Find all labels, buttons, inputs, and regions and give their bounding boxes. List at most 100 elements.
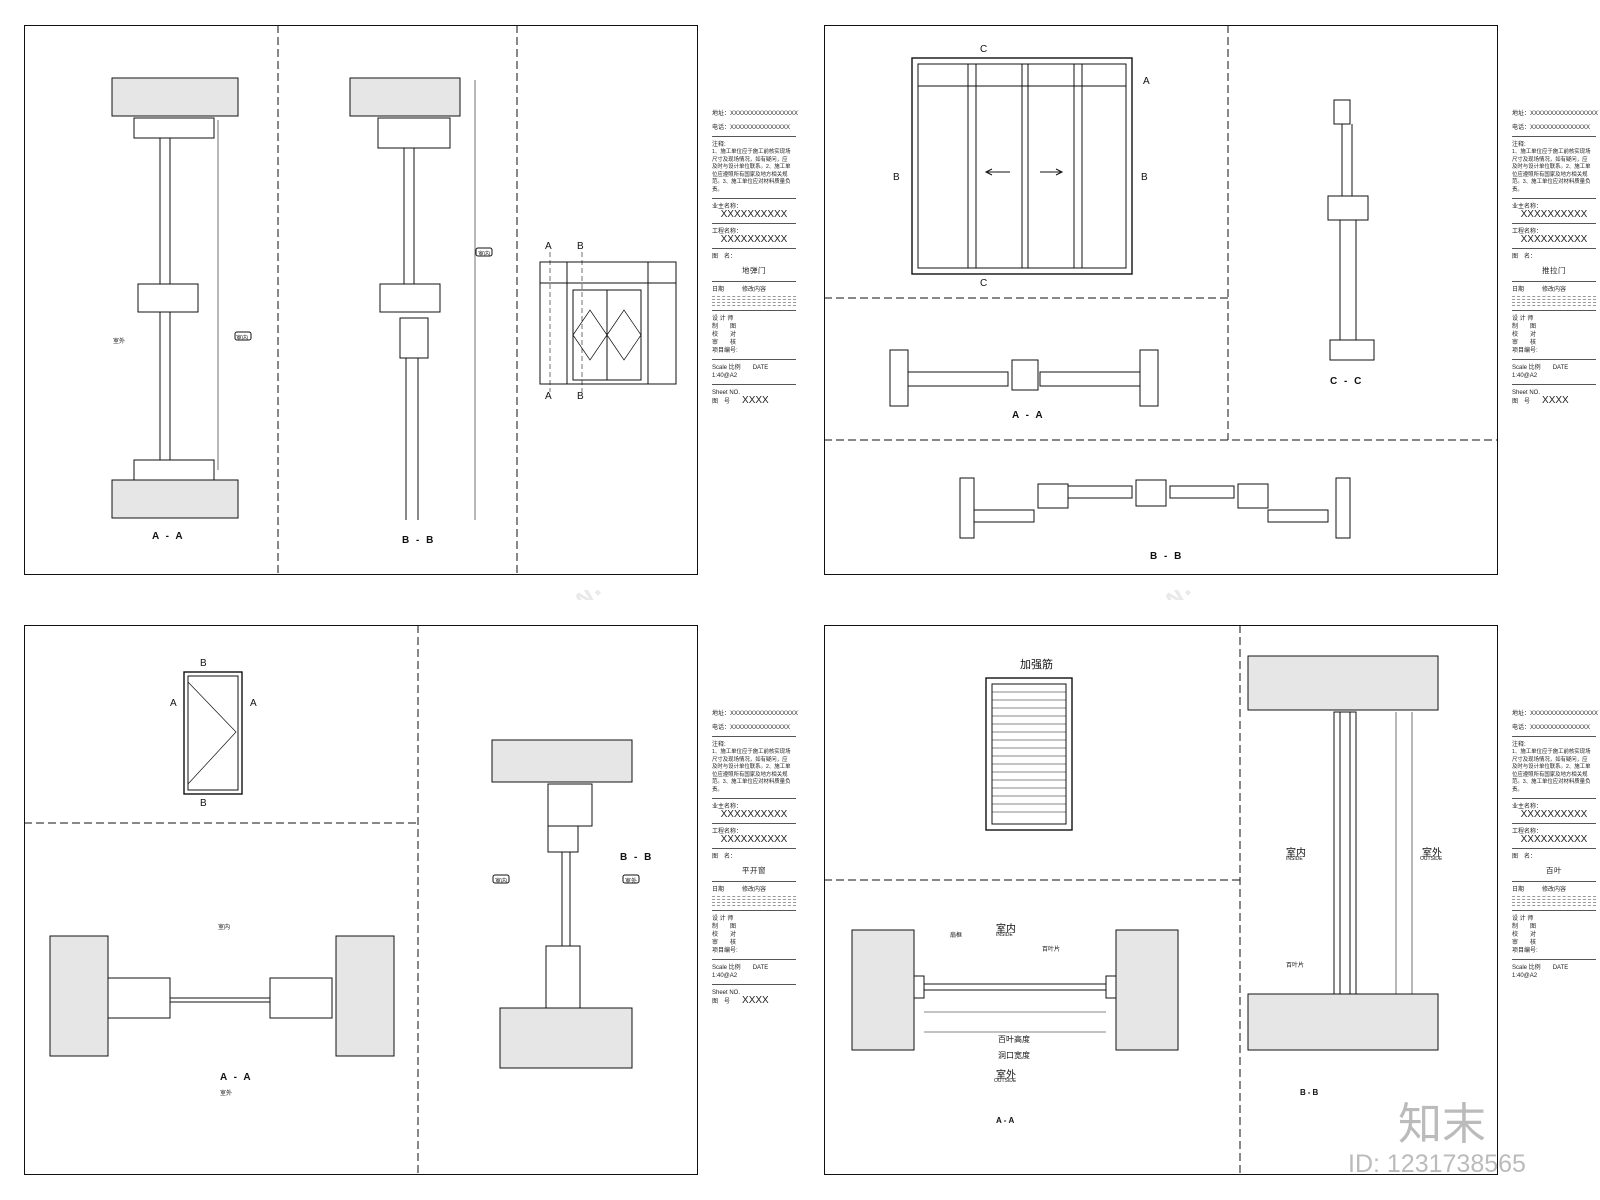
project-label: 工程名称： <box>1512 829 1543 835</box>
section-caption-aa: A - A <box>220 1072 253 1083</box>
scale-label: Scale 比例 <box>712 965 741 971</box>
phone-line: 电话：XXXXXXXXXXXXXXX <box>712 725 791 731</box>
room-label: 室内 <box>478 252 491 258</box>
title-block: 地址：XXXXXXXXXXXXXXXXX 电话：XXXXXXXXXXXXXXX … <box>1512 710 1598 980</box>
project-value: XXXXXXXXXX <box>1520 234 1588 245</box>
drafter-label: 制 图 <box>712 924 737 930</box>
owner-value: XXXXXXXXXX <box>1520 809 1588 820</box>
reviewer-label: 审 核 <box>1512 340 1537 346</box>
date-field-label: DATE <box>1552 365 1569 371</box>
sheet3-drawing <box>24 625 640 1175</box>
revision-label: 修改内容 <box>1542 887 1567 893</box>
date-label: 日期 <box>712 887 725 893</box>
title-block: 地址：XXXXXXXXXXXXXXXXX 电话：XXXXXXXXXXXXXXX … <box>712 710 799 1006</box>
notes-title: 注释: <box>1512 742 1526 748</box>
drafter-label: 制 图 <box>1512 924 1537 930</box>
section-caption-bb: B - B <box>402 535 436 546</box>
section-caption-bb: B - B <box>620 852 654 863</box>
section-caption-bb: B - B <box>1150 551 1184 562</box>
date-field-label: DATE <box>752 965 769 971</box>
sheet-no-cn-label: 图 号 <box>1512 399 1531 405</box>
sheet-no-value: XXXX <box>742 395 769 406</box>
drawing-frame <box>824 625 1498 1175</box>
drawing-name: 平开窗 <box>742 866 766 875</box>
date-label: 日期 <box>1512 887 1525 893</box>
room-label: 室内 <box>218 925 231 931</box>
elevation-label-b: B <box>893 172 900 183</box>
project-label: 工程名称： <box>712 829 743 835</box>
revision-label: 修改内容 <box>1542 287 1567 293</box>
elevation-label-b: B <box>577 241 584 252</box>
owner-label: 业主名称： <box>712 204 743 210</box>
scale-label: Scale 比例 <box>1512 965 1541 971</box>
drafter-label: 制 图 <box>1512 324 1537 330</box>
title-block: 地址：XXXXXXXXXXXXXXXXX 电话：XXXXXXXXXXXXXXX … <box>1512 110 1599 406</box>
sheet-no-label: Sheet NO. <box>712 990 741 996</box>
project-no-label: 项目编号: <box>712 348 738 354</box>
sheet-ground-spring-door: A - A B - B A B A B 室内 室内 室外 地址：XXXXXXXX… <box>0 0 798 590</box>
drawing-label: 图 名： <box>1512 254 1537 260</box>
louver-piece-label: 百叶片 <box>1042 947 1061 953</box>
owner-value: XXXXXXXXXX <box>1520 209 1588 220</box>
sheet-no-label: Sheet NO. <box>1512 390 1541 396</box>
exterior-label-en: OUTSIDE <box>994 1078 1017 1084</box>
sheet1-drawing <box>111 25 677 575</box>
date-field-label: DATE <box>1552 965 1569 971</box>
exterior-label: 室外 <box>625 879 638 885</box>
scale-value: 1:40@A2 <box>712 973 738 979</box>
notes-text: 1、施工单位应于施工前核实现场尺寸及现场情况，如有疑问，应及时与设计单位联系。2… <box>712 749 791 793</box>
section-caption-bb: B-B <box>1300 1088 1321 1097</box>
notes-title: 注释: <box>1512 142 1526 148</box>
room-label-en: INSIDE <box>996 932 1013 938</box>
designer-label: 设 计 师 <box>1512 916 1534 922</box>
room-label: 室内 <box>996 924 1016 935</box>
phone-line: 电话：XXXXXXXXXXXXXXX <box>712 125 791 131</box>
elevation-label-b: B <box>200 798 207 809</box>
project-no-label: 项目编号: <box>1512 348 1538 354</box>
scale-label: Scale 比例 <box>1512 365 1541 371</box>
heading-label: 加强筋 <box>1020 659 1053 671</box>
reviewer-label: 审 核 <box>1512 940 1537 946</box>
phone-line: 电话：XXXXXXXXXXXXXXX <box>1512 725 1591 731</box>
owner-label: 业主名称： <box>1512 804 1543 810</box>
date-field-label: DATE <box>752 365 769 371</box>
drawing-name: 推拉门 <box>1542 266 1566 275</box>
scale-value: 1:40@A2 <box>1512 373 1538 379</box>
sheet-no-value: XXXX <box>742 995 769 1006</box>
project-value: XXXXXXXXXX <box>1520 834 1588 845</box>
drawing-frame <box>24 625 698 1175</box>
image-id: ID: 1231738565 <box>1348 1150 1526 1178</box>
revision-label: 修改内容 <box>742 287 767 293</box>
section-caption-cc: C - C <box>1330 376 1364 387</box>
room-label: 室内 <box>236 336 249 342</box>
reviewer-label: 审 核 <box>712 340 737 346</box>
notes-text: 1、施工单位应于施工前核实现场尺寸及现场情况，如有疑问，应及时与设计单位联系。2… <box>1512 749 1591 793</box>
designer-label: 设 计 师 <box>1512 316 1534 322</box>
address-line: 地址：XXXXXXXXXXXXXXXXX <box>712 711 799 717</box>
reviewer-label: 审 核 <box>712 940 737 946</box>
room-label: 室内 <box>1286 848 1306 859</box>
frame-label: 扇框 <box>950 933 963 939</box>
checker-label: 校 对 <box>1512 932 1537 938</box>
exterior-label-en: OUTSIDE <box>1420 856 1443 862</box>
title-block: 地址：XXXXXXXXXXXXXXXXX 电话：XXXXXXXXXXXXXXX … <box>712 110 798 406</box>
notes-text: 1、施工单位应于施工前核实现场尺寸及现场情况，如有疑问，应及时与设计单位联系。2… <box>1512 149 1591 193</box>
opening-width-label: 洞口宽度 <box>998 1051 1030 1060</box>
checker-label: 校 对 <box>712 932 737 938</box>
checker-label: 校 对 <box>712 332 737 338</box>
sheet-no-cn-label: 图 号 <box>712 399 731 405</box>
section-caption-aa: A - A <box>1012 410 1045 421</box>
sheet2-drawing <box>824 25 1498 539</box>
project-value: XXXXXXXXXX <box>720 834 788 845</box>
owner-label: 业主名称： <box>1512 204 1543 210</box>
elevation-label-c: C <box>980 278 988 289</box>
project-label: 工程名称： <box>712 229 743 235</box>
sheet4-drawing <box>824 625 1439 1175</box>
project-no-label: 项目编号: <box>712 948 738 954</box>
louver-height-label: 百叶高度 <box>998 1035 1030 1044</box>
designer-label: 设 计 师 <box>712 316 734 322</box>
sheet-louver: 加强筋 A-A B-B 室内 INSIDE 室外 OUTSIDE 百叶高度 洞口… <box>800 600 1600 1190</box>
site-logo: 知末 <box>1398 1099 1486 1150</box>
address-line: 地址：XXXXXXXXXXXXXXXXX <box>1512 111 1599 117</box>
elevation-label-c: C <box>980 44 988 55</box>
